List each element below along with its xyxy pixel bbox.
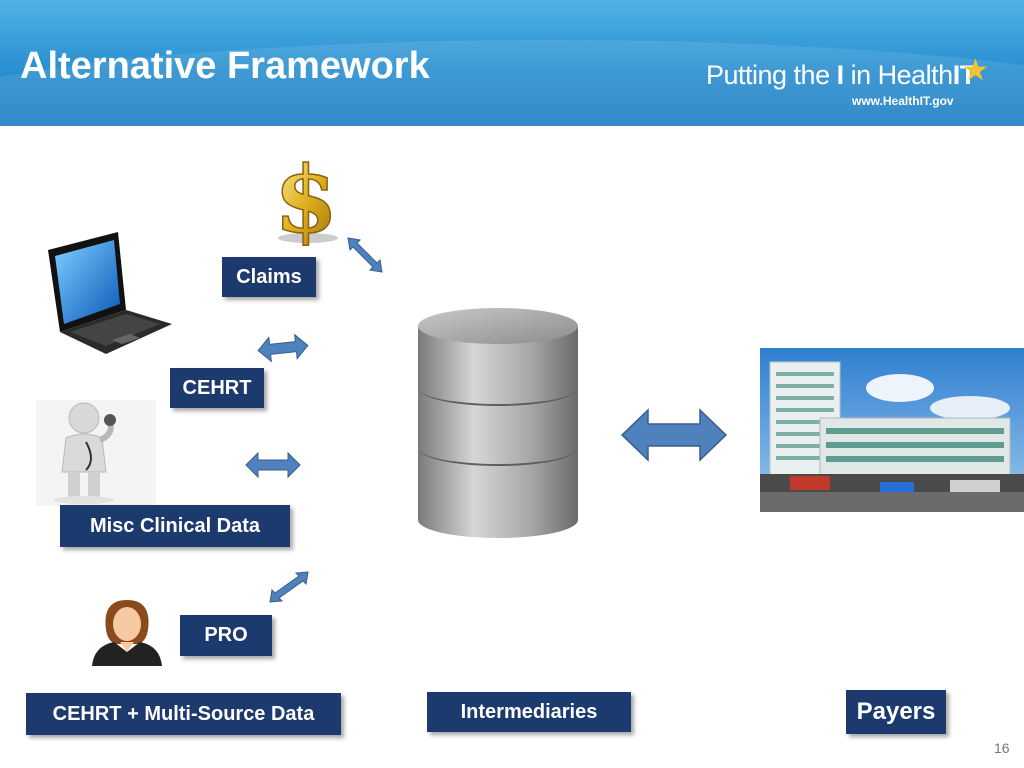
doctor-figure-icon <box>36 400 156 506</box>
page-number: 16 <box>994 740 1010 756</box>
intermediaries-label: Intermediaries <box>427 692 631 732</box>
brand-mid: in Health <box>843 60 954 90</box>
claims-label: Claims <box>222 257 316 297</box>
brand-prefix: Putting the <box>706 60 837 90</box>
database-icon <box>418 308 578 538</box>
arrow-pro-db-icon <box>269 571 309 603</box>
header-banner: Alternative Framework Putting the I in H… <box>0 0 1024 126</box>
slide-title: Alternative Framework <box>20 45 430 87</box>
brand-it: IT <box>952 60 977 90</box>
woman-user-icon <box>92 600 162 666</box>
payers-label: Payers <box>846 690 946 734</box>
cehrt-label: CEHRT <box>170 368 264 408</box>
dollar-sign-icon: $ <box>273 146 339 246</box>
brand-url: www.HealthIT.gov <box>852 94 954 108</box>
header-sheen <box>0 40 1024 126</box>
arrow-db-payers-icon <box>620 408 728 462</box>
svg-text:$: $ <box>274 146 338 246</box>
brand-star-icon: ★ <box>962 54 989 87</box>
misc-clinical-data-label: Misc Clinical Data <box>60 505 290 547</box>
arrow-claims-db-icon <box>347 237 383 273</box>
brand-tagline: Putting the I in HealthIT <box>706 58 976 92</box>
brand-i: I <box>836 60 845 90</box>
cehrt-multi-source-label: CEHRT + Multi-Source Data <box>26 693 341 735</box>
arrow-cehrt-db-icon <box>257 333 309 363</box>
pro-label: PRO <box>180 615 272 656</box>
laptop-icon <box>48 232 172 354</box>
hospital-building-photo <box>760 348 1024 512</box>
arrow-misc-db-icon <box>245 451 301 479</box>
